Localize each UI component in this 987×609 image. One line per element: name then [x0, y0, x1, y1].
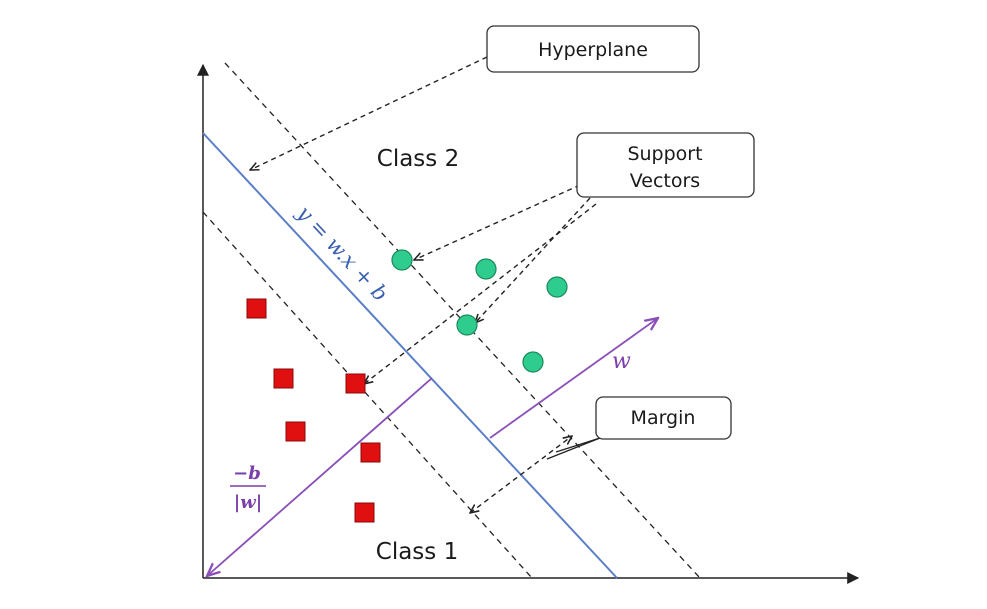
- margin-pointer-line-2: [555, 437, 601, 453]
- red-square-icon: [354, 502, 375, 523]
- hyperplane-callout: Hyperplane: [486, 25, 700, 73]
- lower-margin-line: [202, 211, 533, 579]
- green-circle-icon: [546, 276, 568, 298]
- support-vectors-label-line2: Vectors: [630, 170, 700, 192]
- support-vector-pointer-arrow-1: [414, 184, 581, 260]
- support-vectors-label-line1: Support: [627, 143, 702, 165]
- class1-label: Class 1: [376, 539, 458, 565]
- hyperplane-label: Hyperplane: [538, 39, 648, 61]
- green-circle-icon: [456, 314, 478, 336]
- green-circle-icon: [522, 351, 544, 373]
- hyperplane-line: [202, 132, 618, 579]
- margin-label: Margin: [631, 407, 696, 429]
- margin-width-arrow: [470, 436, 572, 513]
- margin-callout: Margin: [595, 396, 732, 440]
- green-circle-icon: [391, 249, 413, 271]
- red-square-icon: [246, 298, 267, 319]
- red-square-icon: [345, 373, 366, 394]
- w-vector-label: w: [612, 349, 631, 374]
- bias-numerator: −b: [233, 463, 261, 484]
- bias-distance-arrow: [207, 377, 433, 576]
- hyperplane-pointer-arrow: [250, 56, 488, 170]
- class2-label: Class 2: [377, 146, 459, 172]
- red-square-icon: [360, 442, 381, 463]
- red-square-icon: [285, 421, 306, 442]
- upper-margin-line: [224, 62, 701, 579]
- support-vectors-callout: Support Vectors: [576, 132, 755, 198]
- bias-fraction: −b |w|: [230, 463, 266, 513]
- bias-denominator: |w|: [234, 492, 263, 513]
- green-circle-icon: [475, 258, 497, 280]
- support-vector-pointer-arrow-3: [364, 203, 597, 384]
- hyperplane-equation: y = w.x + b: [292, 200, 393, 306]
- red-square-icon: [273, 368, 294, 389]
- w-vector-arrow: [489, 318, 658, 439]
- support-vector-pointer-arrow-2: [475, 197, 591, 323]
